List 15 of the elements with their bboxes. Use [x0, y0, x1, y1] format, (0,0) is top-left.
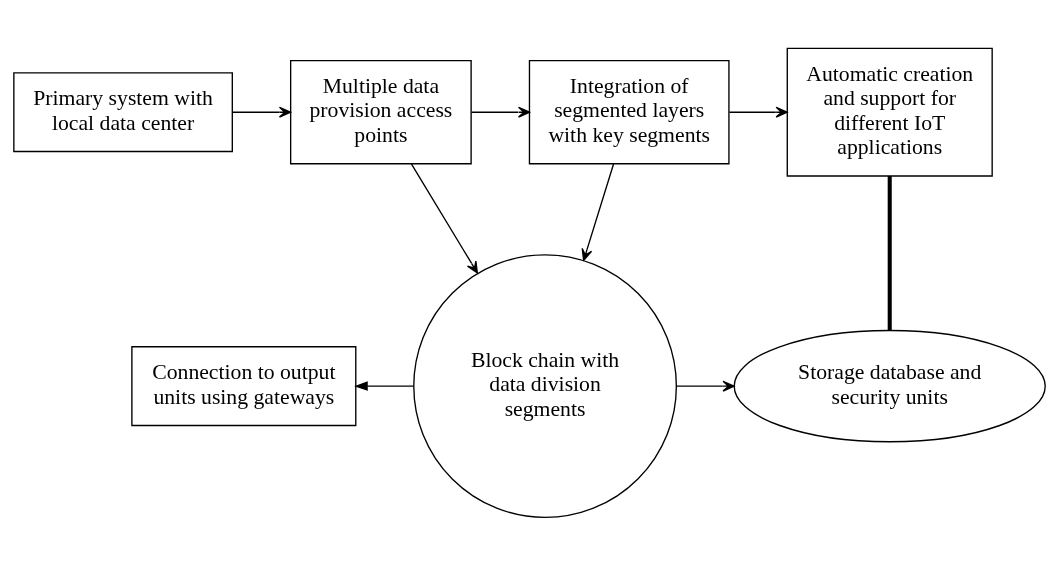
arrow: [410, 163, 478, 274]
arrow: [470, 106, 531, 118]
arrow: [676, 380, 735, 392]
node-box: Multiple data provision access points: [289, 59, 472, 165]
arrow: [728, 106, 788, 118]
node-box: Automatic creation and support for different IoT applications: [786, 47, 993, 177]
node-ellipse: Storage database and security units: [733, 329, 1046, 443]
arrow: [581, 163, 615, 261]
node-box: Connection to output units using gateways: [131, 346, 357, 427]
node-box: Integration of segmented layers with key segments: [528, 59, 730, 165]
node-box: Primary system with local data center: [13, 72, 233, 153]
arrow: [231, 106, 292, 118]
arrow: [354, 381, 415, 391]
node-circle: Block chain with data division segments: [413, 254, 678, 519]
connector: [887, 176, 892, 331]
